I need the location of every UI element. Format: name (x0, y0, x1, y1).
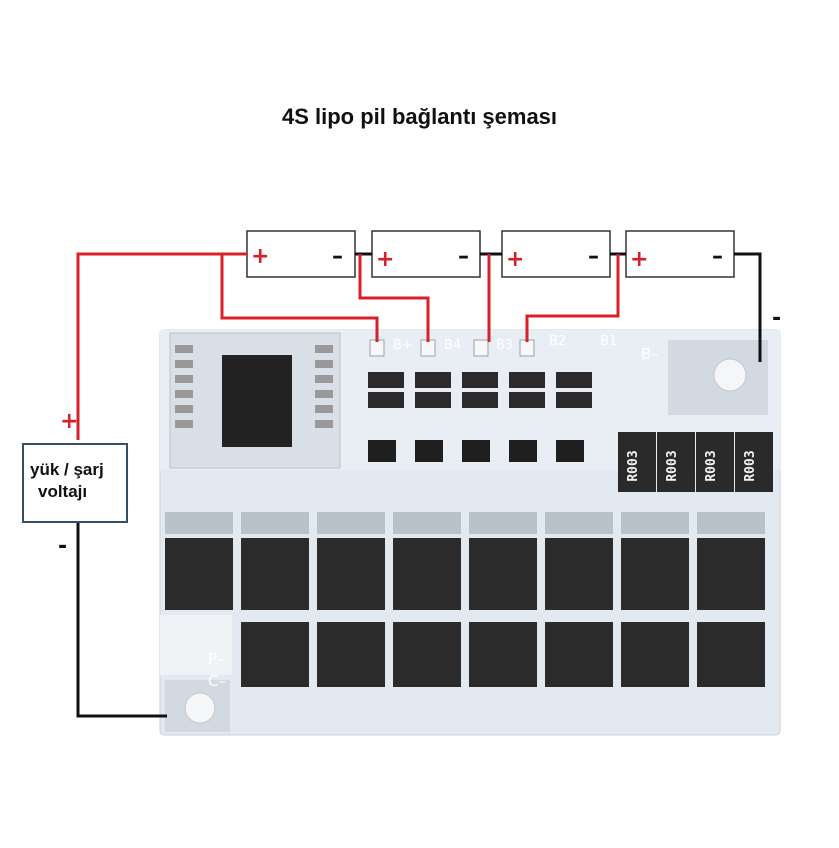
b-minus-wire (734, 252, 762, 362)
black-wires (76, 252, 762, 718)
main-negative-wire (76, 523, 167, 718)
mosfet-row-bottom (241, 622, 765, 687)
cell-4-plus: + (630, 247, 648, 272)
resistor-label-4: R003 (743, 450, 758, 481)
resistor-label-2: R003 (665, 450, 680, 481)
ic-smd-parts (175, 345, 333, 428)
label-b-minus: B– (641, 345, 659, 363)
cell-3-minus: – (588, 244, 599, 269)
cell-1-plus: + (251, 244, 269, 269)
label-b2: B2 (549, 334, 566, 349)
load-box-line2: voltajı (38, 482, 88, 501)
mosfet-tabs-top (165, 512, 765, 534)
c-minus-hole (184, 692, 216, 724)
load-plus-sign: + (60, 409, 78, 434)
cell-2-minus: – (458, 244, 469, 269)
load-charger-box: yük / şarj voltajı (22, 443, 128, 523)
label-b4: B4 (444, 338, 461, 353)
load-minus-sign: - (58, 534, 67, 559)
b2-wire (525, 254, 620, 342)
balance-pads (369, 339, 535, 357)
p-c-pad (160, 615, 232, 675)
b-plus-wire (220, 254, 379, 342)
label-p-minus: P– (208, 650, 225, 668)
battery-pack: + – + – + – + – (246, 230, 735, 278)
label-b1: B1 (600, 334, 617, 349)
red-wires (76, 252, 620, 440)
label-b3: B3 (496, 338, 513, 353)
balance-components (368, 372, 592, 462)
mosfet-row-top (165, 538, 765, 610)
load-box-line1: yük / şarj (30, 460, 104, 479)
resistor-label-1: R003 (626, 450, 641, 481)
resistor-label-3: R003 (704, 450, 719, 481)
diagram-title: 4S lipo pil bağlantı şeması (281, 104, 558, 129)
label-c-minus: C– (208, 672, 226, 690)
sense-resistors: R003 R003 R003 R003 (618, 432, 773, 492)
cell-4-minus: – (712, 244, 723, 269)
b4-wire (358, 254, 430, 342)
label-b-plus: B+ (393, 338, 413, 353)
cell-2-plus: + (376, 247, 394, 272)
cell-3-plus: + (506, 247, 524, 272)
cell-1-minus: – (332, 244, 343, 269)
b-minus-wire-sign: - (772, 306, 781, 331)
control-ic (222, 355, 292, 447)
battery-cell-4 (625, 230, 735, 278)
main-positive-wire (76, 252, 247, 440)
b-minus-hole (713, 358, 747, 392)
